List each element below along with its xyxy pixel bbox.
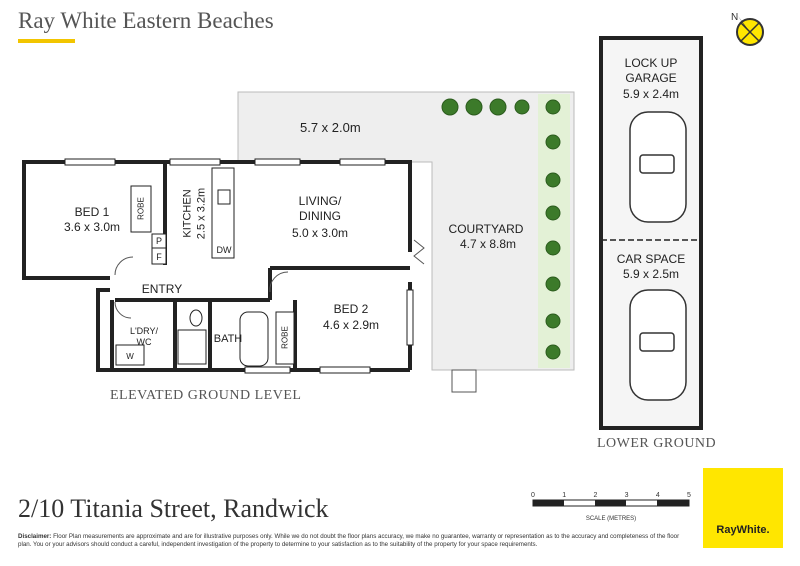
bath-label: BATH xyxy=(213,333,243,345)
garage-dims: 5.9 x 2.4m xyxy=(622,87,680,101)
courtyard-top-dims: 5.7 x 2.0m xyxy=(300,120,361,135)
entry-label: ENTRY xyxy=(141,282,183,296)
bed2-name: BED 2 xyxy=(333,302,369,316)
scale-tick-5: 5 xyxy=(687,492,691,499)
scale-tick-2: 2 xyxy=(593,492,597,499)
brand-underline xyxy=(18,39,75,43)
robe1-label: ROBE xyxy=(136,197,146,220)
bed1-name: BED 1 xyxy=(74,205,110,219)
courtyard-dims: 4.7 x 8.8m xyxy=(459,237,517,251)
compass-letter: N xyxy=(731,12,738,23)
logo-text: RayWhite. xyxy=(716,524,770,536)
plants xyxy=(441,98,561,360)
car-icon xyxy=(629,111,687,401)
washer-label: W xyxy=(126,352,134,361)
living-name: LIVING/ DINING xyxy=(298,194,342,223)
kitchen-name: KITCHEN xyxy=(181,189,194,238)
walls xyxy=(22,160,412,372)
garage-name: LOCK UP GARAGE xyxy=(624,56,678,85)
scale-label: SCALE (METRES) xyxy=(586,516,636,522)
courtyard-name: COURTYARD xyxy=(448,222,524,236)
scale-tick-0: 0 xyxy=(531,492,535,499)
disclaimer: Disclaimer: Floor Plan measurements are … xyxy=(18,533,690,549)
disclaimer-text: Floor Plan measurements are approximate … xyxy=(18,533,680,548)
living-dims: 5.0 x 3.0m xyxy=(291,226,349,240)
laundry-label: L'DRY/ WC xyxy=(129,326,159,347)
carspace-name: CAR SPACE xyxy=(616,252,686,266)
bed2-dims: 4.6 x 2.9m xyxy=(322,318,380,332)
pantry-label: P xyxy=(155,236,162,246)
carspace-dims: 5.9 x 2.5m xyxy=(622,267,680,281)
robe2-label: ROBE xyxy=(280,326,290,349)
scale-bar: 0 1 2 3 4 5 SCALE (METRES) xyxy=(531,492,691,522)
level-lower: LOWER GROUND xyxy=(597,436,717,451)
raywhite-logo: RayWhite. xyxy=(703,468,783,548)
bed1-dims: 3.6 x 3.0m xyxy=(63,220,121,234)
brand-name: Ray White Eastern Beaches xyxy=(18,8,274,33)
fridge-label: F xyxy=(156,252,162,262)
dw-label: DW xyxy=(216,245,232,255)
scale-tick-1: 1 xyxy=(562,492,566,499)
scale-tick-3: 3 xyxy=(625,492,629,499)
doors xyxy=(114,239,477,393)
scale-tick-4: 4 xyxy=(656,492,660,499)
compass-icon: N xyxy=(731,12,764,46)
windows xyxy=(64,158,414,374)
property-address: 2/10 Titania Street, Randwick xyxy=(18,494,329,523)
kitchen-dims: 2.5 x 3.2m xyxy=(195,187,208,240)
fixtures xyxy=(115,167,295,367)
level-elevated: ELEVATED GROUND LEVEL xyxy=(110,388,302,403)
disclaimer-label: Disclaimer: xyxy=(18,533,52,540)
